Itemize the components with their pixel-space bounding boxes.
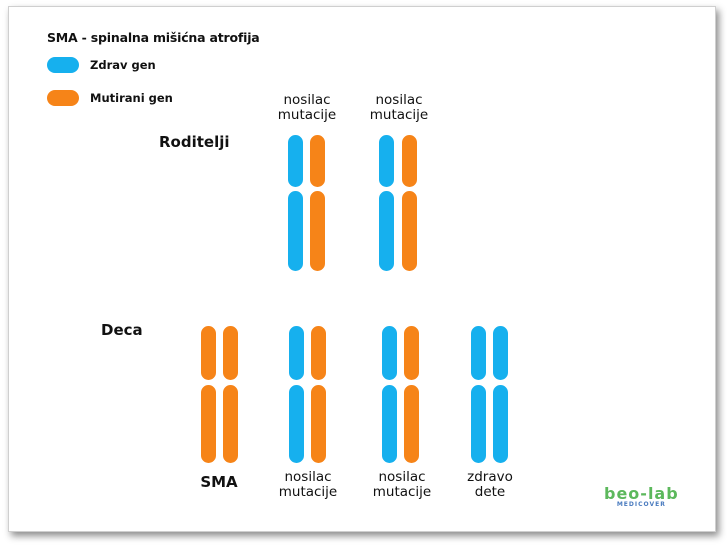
- child-3-caption-line-1: nosilac: [378, 469, 426, 485]
- child-2-caption: nosilac mutacije: [253, 470, 363, 500]
- chromosome-arm-top: [402, 135, 417, 187]
- chromosome-arm-bottom: [289, 385, 304, 463]
- child-4-caption: zdravo dete: [435, 470, 545, 500]
- child-2-caption-line-2: mutacije: [278, 484, 338, 500]
- chromosome-arm-bottom: [311, 385, 326, 463]
- child-4-caption-line-2: dete: [474, 484, 506, 500]
- legend-swatch-healthy: [47, 57, 79, 73]
- logo-subtitle: MEDICOVER: [616, 501, 666, 508]
- chromosome-arm-top: [471, 326, 486, 380]
- chromosome-arm-top: [493, 326, 508, 380]
- child-4-caption-line-1: zdravo: [467, 469, 513, 485]
- chromosome-arm-bottom: [404, 385, 419, 463]
- parent-2-caption: nosilac mutacije: [344, 93, 454, 123]
- row-label-parents: Roditelji: [159, 133, 230, 151]
- chromosome-arm-top: [379, 135, 394, 187]
- chromosome-arm-top: [223, 326, 238, 380]
- parent-1-caption: nosilac mutacije: [252, 93, 362, 123]
- chromosome-arm-top: [288, 135, 303, 187]
- beolab-logo: beo-lab MEDICOVER: [604, 484, 679, 508]
- chromosome-arm-bottom: [201, 385, 216, 463]
- chromosome-arm-bottom: [402, 191, 417, 271]
- chromosome-arm-bottom: [493, 385, 508, 463]
- child-1-caption: SMA: [200, 473, 238, 491]
- chromosome-arm-bottom: [471, 385, 486, 463]
- child-3-caption-line-2: mutacije: [372, 484, 432, 500]
- diagram-frame: [8, 6, 716, 532]
- legend-label-healthy: Zdrav gen: [90, 58, 156, 72]
- chromosome-arm-top: [311, 326, 326, 380]
- parent-2-caption-line-1: nosilac: [375, 92, 423, 108]
- legend-swatch-mutated: [47, 90, 79, 106]
- chromosome-arm-bottom: [379, 191, 394, 271]
- chromosome-arm-top: [201, 326, 216, 380]
- parent-2-caption-line-2: mutacije: [369, 107, 429, 123]
- chromosome-arm-top: [289, 326, 304, 380]
- legend-label-mutated: Mutirani gen: [90, 91, 173, 105]
- diagram-title: SMA - spinalna mišićna atrofija: [47, 30, 260, 45]
- chromosome-arm-bottom: [223, 385, 238, 463]
- parent-1-caption-line-1: nosilac: [283, 92, 331, 108]
- chromosome-arm-top: [404, 326, 419, 380]
- chromosome-arm-bottom: [288, 191, 303, 271]
- chromosome-arm-bottom: [382, 385, 397, 463]
- logo-wordmark: beo-lab: [604, 484, 679, 503]
- row-label-children: Deca: [101, 321, 143, 339]
- chromosome-arm-top: [382, 326, 397, 380]
- child-3-caption: nosilac mutacije: [347, 470, 457, 500]
- child-2-caption-line-1: nosilac: [284, 469, 332, 485]
- parent-1-caption-line-2: mutacije: [277, 107, 337, 123]
- chromosome-arm-top: [310, 135, 325, 187]
- chromosome-arm-bottom: [310, 191, 325, 271]
